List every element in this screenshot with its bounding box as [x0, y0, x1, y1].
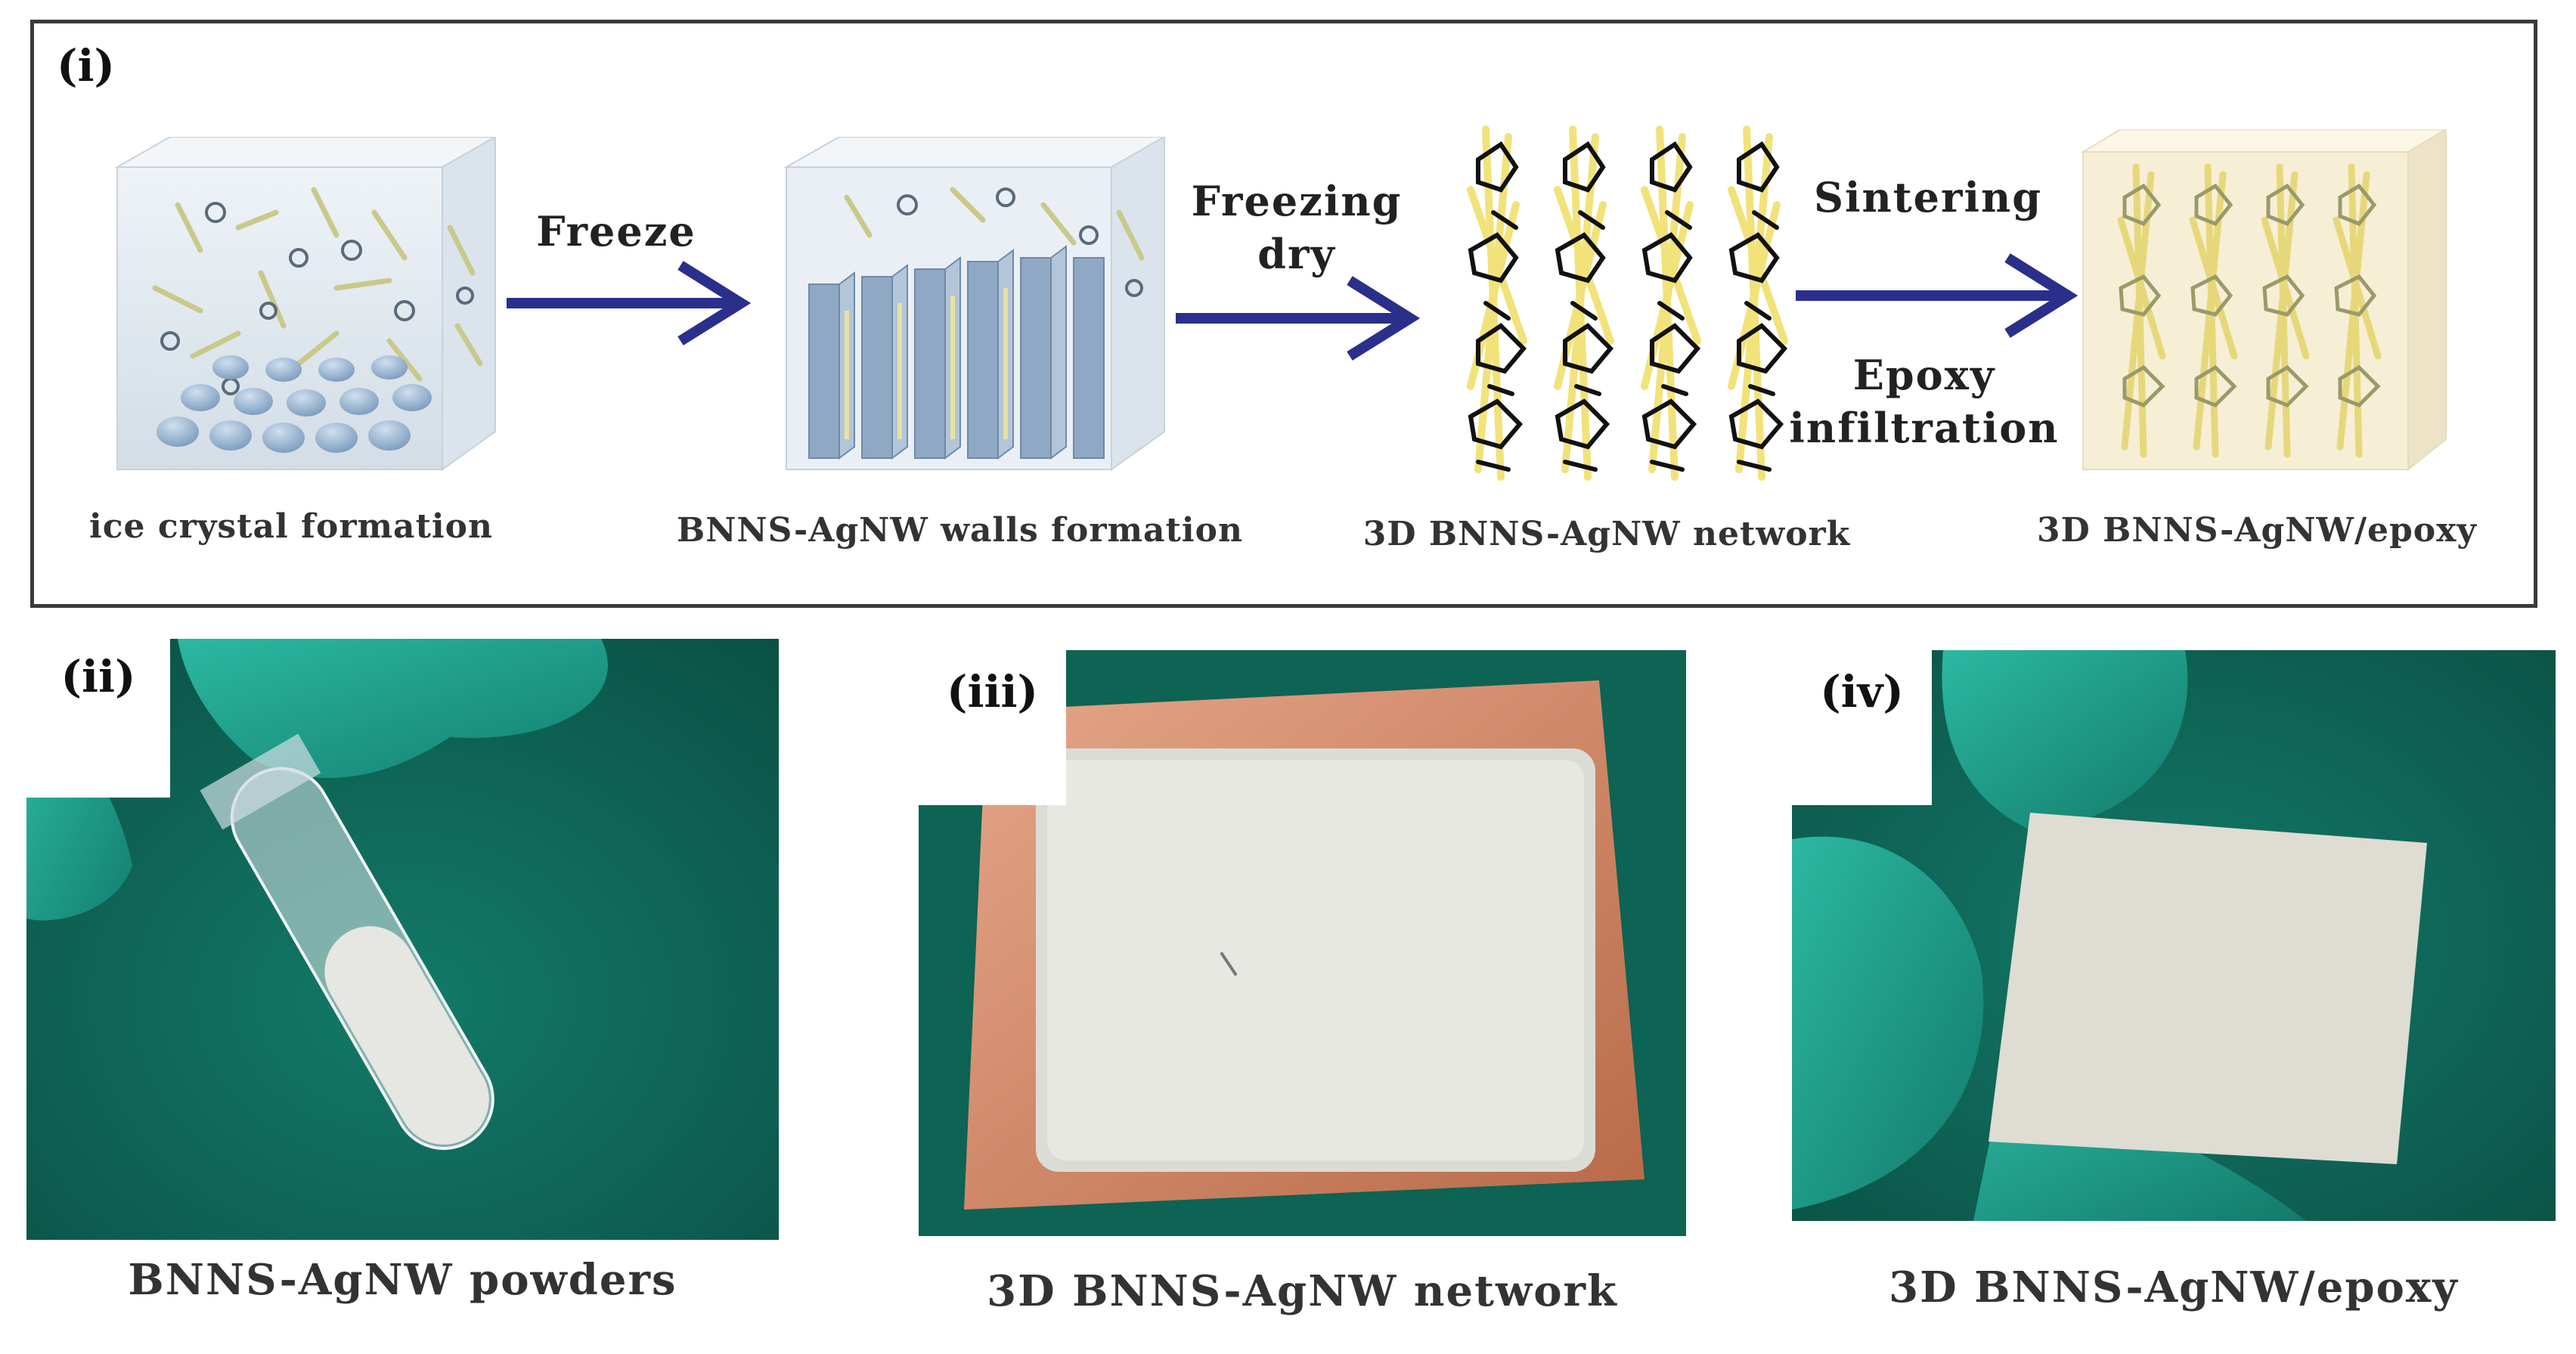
- sintering-arrow: [1788, 250, 2083, 341]
- caption-powders: BNNS-AgNW powders: [26, 1255, 779, 1305]
- stage-label-network: 3D BNNS-AgNW network: [1350, 515, 1864, 553]
- freezing-dry-step-label-line2: dry: [1168, 228, 1425, 280]
- stage-label-walls-formation: BNNS-AgNW walls formation: [677, 511, 1229, 550]
- photo-powders: (ii): [26, 639, 779, 1240]
- epoxy-step-label-line2: infiltration: [1781, 401, 2068, 454]
- freeze-step-label: Freeze: [518, 205, 715, 258]
- epoxy-block-illustration: [2068, 129, 2461, 485]
- photo-label-iii: (iii): [919, 650, 1066, 805]
- freezing-dry-arrow: [1168, 273, 1425, 364]
- caption-epoxy: 3D BNNS-AgNW/epoxy: [1792, 1263, 2556, 1312]
- caption-network: 3D BNNS-AgNW network: [919, 1266, 1686, 1316]
- panel-label-i: (i): [57, 40, 115, 91]
- network-illustration: [1455, 114, 1826, 492]
- epoxy-step-label-line1: Epoxy: [1781, 349, 2068, 401]
- sintering-step-label: Sintering: [1788, 171, 2068, 224]
- freezing-dry-step-label-line1: Freezing: [1168, 175, 1425, 228]
- photo-network: (iii): [919, 650, 1686, 1236]
- walls-formation-cube-illustration: [756, 137, 1180, 492]
- freeze-arrow: [499, 258, 756, 349]
- photo-label-ii: (ii): [26, 639, 170, 798]
- photo-label-iv: (iv): [1792, 650, 1932, 805]
- stage-label-epoxy: 3D BNNS-AgNW/epoxy: [2015, 511, 2499, 550]
- stage-label-ice-crystal: ice crystal formation: [79, 507, 503, 546]
- photo-epoxy: (iv): [1792, 650, 2556, 1221]
- schematic-panel: (i): [30, 20, 2537, 608]
- ice-crystal-cube-illustration: [87, 137, 510, 492]
